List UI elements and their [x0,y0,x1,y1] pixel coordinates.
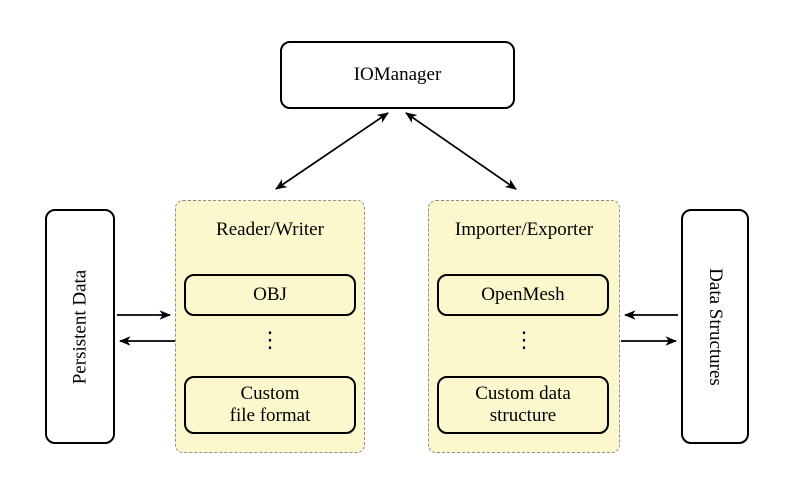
node-custom-data-structure: Custom data structure [437,376,609,434]
node-data-structures-label: Data Structures [705,267,726,386]
arrow-iomanager-readerwriter [275,112,389,190]
ellipsis-importer-exporter: ⋮ [513,327,535,352]
node-persistent-data: Persistent Data [45,209,115,444]
panel-importer-exporter: Importer/Exporter OpenMesh ⋮ Custom data… [428,200,620,453]
node-openmesh: OpenMesh [437,274,609,316]
arrow-iomanager-importerexporter [405,112,517,190]
node-obj: OBJ [184,274,356,316]
node-iomanager-label: IOManager [353,64,442,85]
node-persistent-data-label: Persistent Data [69,269,91,384]
panel-reader-writer-title: Reader/Writer [216,219,324,240]
node-custom-file-format: Custom file format [184,376,356,434]
panel-reader-writer: Reader/Writer OBJ ⋮ Custom file format [175,200,365,453]
ellipsis-reader-writer: ⋮ [259,327,281,352]
node-data-structures: Data Structures [681,209,749,444]
node-iomanager: IOManager [280,41,515,109]
panel-importer-exporter-title: Importer/Exporter [454,219,594,240]
